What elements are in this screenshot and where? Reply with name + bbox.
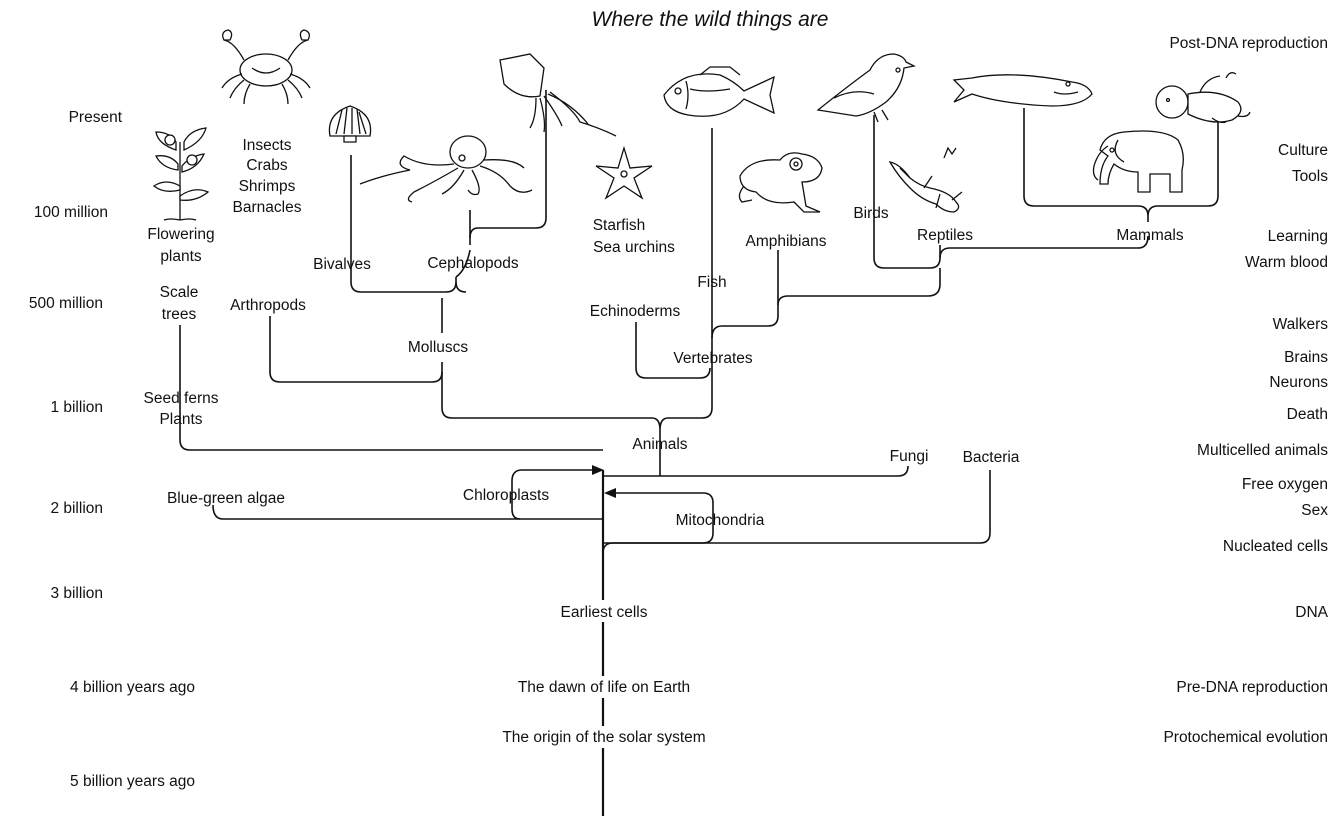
milestone-label: Tools [1292,168,1328,185]
taxa-labels: Insects Crabs Shrimps Barnacles Flowerin… [144,137,1184,748]
time-axis: Present 100 million 500 million 1 billio… [29,109,195,790]
scallop-shell-icon [329,106,370,142]
milestone-label: Post-DNA reproduction [1169,35,1328,52]
milestone-label: Walkers [1273,316,1329,333]
taxon-label: Crabs [246,157,288,174]
milestone-label: Sex [1301,502,1328,519]
taxon-label: Mammals [1116,227,1183,244]
milestone-label: Culture [1278,142,1328,159]
taxon-label: Mitochondria [676,512,765,529]
taxon-label: Plants [159,411,202,428]
time-label: 100 million [34,204,108,221]
milestone-label: Nucleated cells [1223,538,1328,555]
fungi-branch [603,466,908,476]
taxon-label: Bivalves [313,256,371,273]
taxon-label: Birds [853,205,889,222]
taxon-label: Flowering [147,226,214,243]
taxon-label: Barnacles [233,199,302,216]
milestone-label: Warm blood [1245,254,1328,271]
taxon-label: Arthropods [230,297,306,314]
taxon-label: Shrimps [239,178,296,195]
cephalopods-joint [456,282,466,292]
animals-branch [442,330,712,430]
blue-green-algae-branch [213,505,603,519]
whale-icon [954,75,1092,106]
milestone-label: Learning [1268,228,1328,245]
taxon-label: Scale [160,284,199,301]
taxon-label: Animals [632,436,687,453]
frog-icon [739,153,822,212]
time-label: 5 billion years ago [70,773,195,790]
lizard-icon [890,148,962,212]
milestone-label: Death [1287,406,1328,423]
amniotes-branch [778,268,940,305]
milestone-label: Free oxygen [1242,476,1328,493]
taxon-label: Insects [242,137,291,154]
fish-icon [664,67,774,116]
taxon-label: Fungi [890,448,929,465]
bacteria-branch [603,470,990,553]
taxon-label: Fish [697,274,726,291]
milestone-label: Pre-DNA reproduction [1176,679,1328,696]
taxon-label: Bacteria [963,449,1020,466]
taxon-label: Amphibians [746,233,827,250]
taxon-label: Sea urchins [593,239,675,256]
crab-icon [222,30,310,104]
octopus-icon [360,136,532,202]
taxon-label: Seed ferns [144,390,219,407]
time-label: 4 billion years ago [70,679,195,696]
taxon-label: Molluscs [408,339,469,356]
elephant-icon [1094,131,1184,192]
diagram-title: Where the wild things are [592,8,829,31]
starfish-icon [596,148,652,198]
taxon-label: Chloroplasts [463,487,549,504]
milestone-label: Multicelled animals [1197,442,1328,459]
trunk-label: Earliest cells [561,604,648,621]
squid-icon [500,54,616,136]
milestone-label: Neurons [1269,374,1328,391]
taxon-label: trees [162,306,197,323]
trunk-label: The dawn of life on Earth [518,679,690,696]
time-label: 3 billion [50,585,103,602]
milestone-label: Brains [1284,349,1328,366]
trunk-label: The origin of the solar system [502,729,705,746]
baby-icon [1156,73,1250,123]
bird-icon [818,54,914,122]
arrow-head [604,488,616,498]
milestone-label: Protochemical evolution [1163,729,1328,746]
tree-branches [180,90,1218,816]
taxon-label: Blue-green algae [167,490,285,507]
milestone-label: DNA [1295,604,1328,621]
time-label: Present [69,109,123,126]
taxon-label: Reptiles [917,227,973,244]
plants-branch [180,325,603,450]
milestones: Post-DNA reproduction Culture Tools Lear… [1163,35,1328,746]
taxon-label: Starfish [593,217,646,234]
taxon-label: Cephalopods [427,255,519,272]
time-label: 500 million [29,295,103,312]
taxon-label: Echinoderms [590,303,681,320]
flowering-plant-icon [154,128,208,220]
time-label: 1 billion [50,399,103,416]
taxon-label: plants [160,248,202,265]
amphibians-branch [712,250,778,338]
time-label: 2 billion [50,500,103,517]
taxon-label: Vertebrates [673,350,753,367]
